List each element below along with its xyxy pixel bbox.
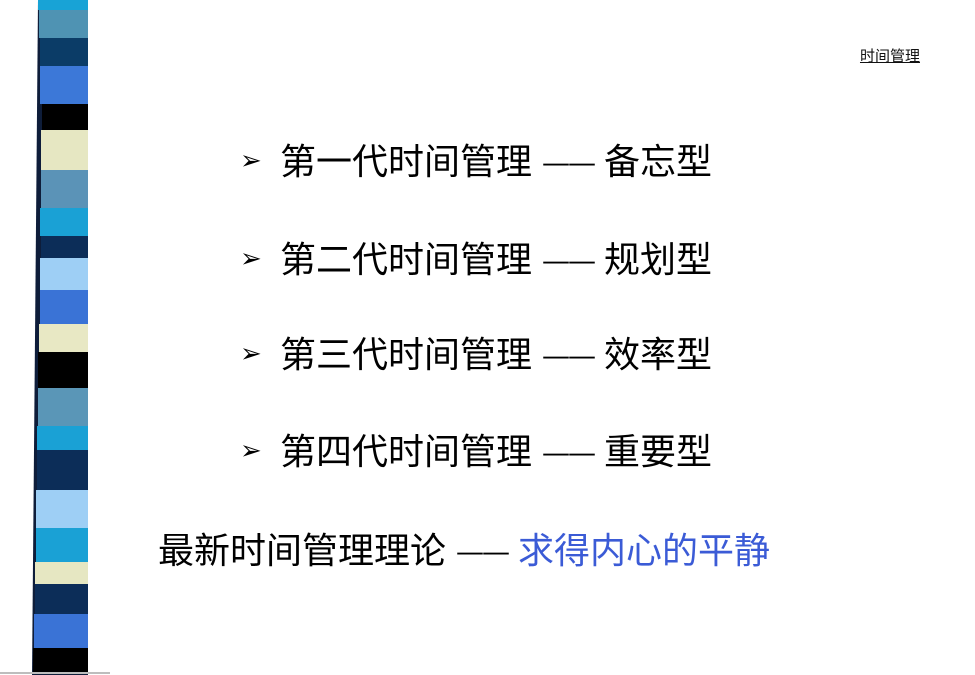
bullet-arrow-icon: ➢ <box>240 146 262 176</box>
bullet-line-4: ➢ 第四代时间管理 —— 重要型 <box>240 435 712 471</box>
bullet-dash: —— <box>542 146 596 179</box>
bullet-main-text: 第一代时间管理 <box>280 142 533 183</box>
page-header-title: 时间管理 <box>859 47 920 65</box>
decorative-stripe-bar <box>0 0 110 675</box>
bullet-main-text: 第三代时间管理 <box>280 335 533 376</box>
bullet-type-text: 规划型 <box>604 240 713 281</box>
bullet-line-2: ➢ 第二代时间管理 —— 规划型 <box>240 243 712 279</box>
bullet-type-text: 重要型 <box>604 432 713 473</box>
bullet-main-text: 第二代时间管理 <box>280 240 533 281</box>
latest-theory-text: 最新时间管理理论 <box>158 531 447 572</box>
bullet-line-1: ➢ 第一代时间管理 —— 备忘型 <box>240 145 712 181</box>
latest-highlight-text: 求得内心的平静 <box>518 531 771 572</box>
bullet-dash: —— <box>542 244 596 277</box>
latest-dash: —— <box>456 535 510 568</box>
bullet-dash: —— <box>542 436 596 469</box>
bullet-arrow-icon: ➢ <box>240 244 262 274</box>
bullet-dash: —— <box>542 339 596 372</box>
bullet-arrow-icon: ➢ <box>240 339 262 369</box>
bullet-type-text: 效率型 <box>604 335 713 376</box>
bullet-type-text: 备忘型 <box>604 142 713 183</box>
bullet-main-text: 第四代时间管理 <box>280 432 533 473</box>
bullet-line-3: ➢ 第三代时间管理 —— 效率型 <box>240 338 712 374</box>
latest-theory-line: 最新时间管理理论 —— 求得内心的平静 <box>158 534 770 570</box>
bullet-arrow-icon: ➢ <box>240 436 262 466</box>
